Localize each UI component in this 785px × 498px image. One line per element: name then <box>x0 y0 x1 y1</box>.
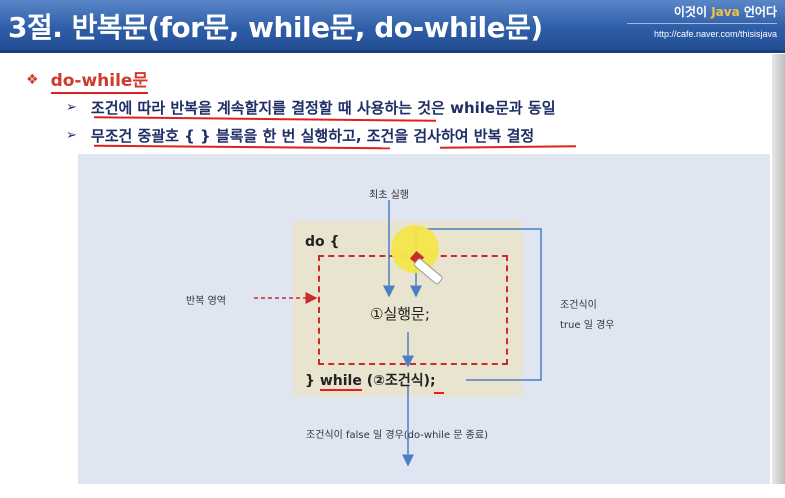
first-run-label: 최초 실행 <box>369 190 409 201</box>
true-label-line2: true 일 경우 <box>560 320 615 331</box>
title-bar: 3절. 반복문(for문, while문, do-while문) 이것이 Jav… <box>0 0 785 53</box>
body-statement: ①실행문; <box>370 305 430 323</box>
sub-bullet-2: ➢ 무조건 중괄호 { } 블록을 한 번 실행하고, 조건을 검사하여 반복 … <box>66 125 534 146</box>
brand-prefix: 이것이 <box>673 5 712 19</box>
slide-title: 3절. 반복문(for문, while문, do-while문) <box>8 11 543 44</box>
while-condition: (②조건식); <box>361 373 436 389</box>
brand-name: 이것이 Java 언어다 <box>597 3 777 20</box>
diamond-bullet-icon: ❖ <box>26 72 39 88</box>
true-label-line1: 조건식이 <box>560 300 597 311</box>
brand-divider <box>627 23 777 24</box>
main-bullet-text: do-while문 <box>50 66 149 94</box>
loop-area-label: 반복 영역 <box>186 296 226 307</box>
slide-edge <box>772 54 785 498</box>
while-keyword: while <box>319 373 362 391</box>
while-close-brace: } <box>305 373 320 389</box>
sub-bullet-1-text: 조건에 따라 반복을 계속할지를 결정할 때 사용하는 것은 while문과 동… <box>90 99 556 117</box>
brand-logo: 이것이 Java 언어다 http://cafe.naver.com/thisi… <box>597 3 777 39</box>
bottom-margin <box>0 484 785 498</box>
brand-url: http://cafe.naver.com/thisisjava <box>653 29 777 39</box>
false-label: 조건식이 false 일 경우(do-while 문 종료) <box>306 430 488 441</box>
annotation-underline <box>434 392 444 394</box>
while-line: } while (②조건식); <box>305 370 436 391</box>
brand-suffix: 언어다 <box>739 5 777 19</box>
sub-bullet-2-text: 무조건 중괄호 { } 블록을 한 번 실행하고, 조건을 검사하여 반복 결정 <box>90 127 535 145</box>
arrowhead-bullet-icon: ➢ <box>66 128 77 143</box>
arrowhead-bullet-icon: ➢ <box>66 100 77 115</box>
do-keyword: do { <box>305 234 340 250</box>
sub-bullet-1: ➢ 조건에 따라 반복을 계속할지를 결정할 때 사용하는 것은 while문과… <box>66 97 556 118</box>
brand-java: Java <box>711 5 740 19</box>
main-bullet: ❖ do-while문 <box>26 66 149 94</box>
